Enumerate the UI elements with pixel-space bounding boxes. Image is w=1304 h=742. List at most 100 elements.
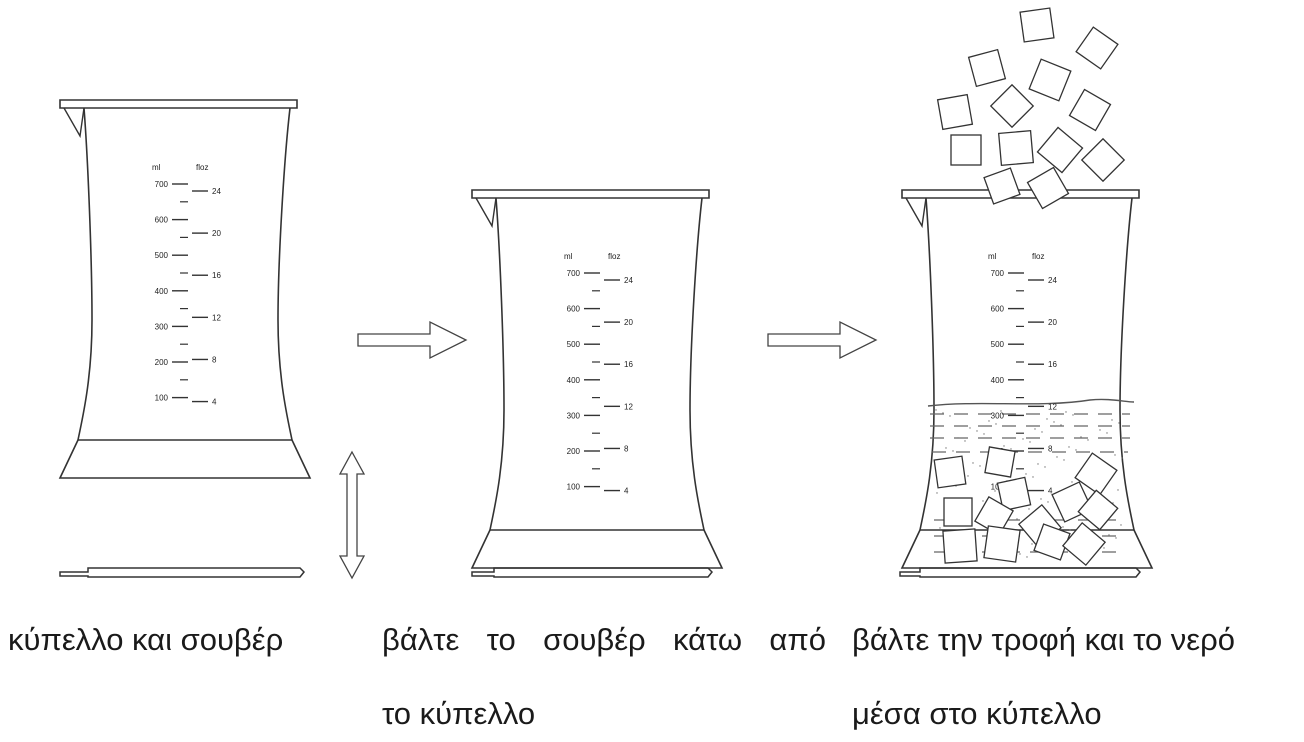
water-dot [1063,459,1065,461]
floz-tick-label: 24 [624,276,633,285]
floz-tick-label: 16 [1048,360,1057,369]
water-dot [1111,419,1113,421]
floz-tick-label: 8 [212,355,217,364]
water-dot [936,492,938,494]
water-dot [1047,501,1049,503]
food-cube-icon [933,455,967,489]
water-dot [1003,445,1005,447]
caption-step-2-line-2: το κύπελλο [382,696,536,731]
water-dot [979,465,981,467]
water-dot [1115,537,1117,539]
ml-tick-label: 400 [155,287,169,296]
food-cube-icon [989,83,1035,129]
food-cube-icon [950,134,982,166]
coaster-3 [899,567,1142,578]
food-cubes-falling [936,7,1126,210]
water-dot [1062,526,1064,528]
water-dot [1117,489,1119,491]
floz-tick-label: 12 [1048,402,1057,411]
water-dot [945,447,947,449]
water-dot [1106,432,1108,434]
water-dot [1000,410,1002,412]
water-dot [1087,439,1089,441]
water-dot [1069,529,1071,531]
ml-tick-label: 100 [567,483,581,492]
water-dot [1007,413,1009,415]
ml-tick-label: 700 [567,269,581,278]
ml-tick-label: 400 [567,376,581,385]
ml-tick-label: 100 [155,394,169,403]
ml-tick-label: 200 [567,447,581,456]
floz-tick-label: 20 [624,318,633,327]
floz-unit-label: floz [1032,252,1044,261]
water-dot [1053,421,1055,423]
food-cube-icon [983,525,1021,563]
water-dot [1034,428,1036,430]
ml-tick-label: 500 [991,340,1005,349]
water-dot [1072,414,1074,416]
caption-step-3-line-1: βάλτε την τροφή και το νερό [852,622,1236,657]
ml-tick-label: 600 [567,305,581,314]
food-cube-icon [1074,452,1118,496]
ml-tick-label: 600 [991,305,1005,314]
floz-tick-label: 20 [212,229,221,238]
water-dot [1010,448,1012,450]
food-cube-icon [997,129,1035,167]
water-dot [1103,547,1105,549]
up-down-arrow-icon [338,450,366,580]
caption-step-3-line-2: μέσα στο κύπελλο [852,696,1102,731]
water-dot [982,500,984,502]
water-dot [1032,476,1034,478]
food-cube-icon [984,446,1016,478]
food-cube-icon [943,497,973,527]
water-dot [1041,431,1043,433]
food-cube-icon [1036,126,1084,174]
water-dot [964,440,966,442]
water-dot [1075,449,1077,451]
food-cube-icon [1019,7,1055,43]
right-arrow-icon [767,320,878,360]
water-dot [994,490,996,492]
food-cube-icon [1080,137,1126,183]
ml-unit-label: ml [152,163,161,172]
water-dot [1031,543,1033,545]
right-arrow-icon [357,320,468,360]
water-dot [949,415,951,417]
water-dot [957,437,959,439]
water-dot [935,409,937,411]
food-cube-icon [1026,166,1070,210]
water-dot [1029,441,1031,443]
water-dot [1025,473,1027,475]
ml-unit-label: ml [564,252,573,261]
ml-tick-label: 700 [991,269,1005,278]
food-cube-icon [996,476,1032,512]
food-cube-icon [1068,88,1112,132]
ml-tick-label: 400 [991,376,1005,385]
ml-tick-label: 200 [155,358,169,367]
water-dot [983,433,985,435]
floz-tick-label: 12 [624,402,633,411]
water-dot [1016,518,1018,520]
floz-tick-label: 16 [624,360,633,369]
floz-tick-label: 8 [624,444,629,453]
water-dot [1019,553,1021,555]
food-cube-icon [942,528,978,564]
water-dot [1060,424,1062,426]
water-dot [939,527,941,529]
ml-tick-label: 500 [567,340,581,349]
water-dot [1099,429,1101,431]
ml-tick-label: 700 [155,180,169,189]
water-dot [969,427,971,429]
water-dot [976,430,978,432]
coaster-2 [471,567,714,578]
floz-tick-label: 12 [212,313,221,322]
floz-unit-label: floz [608,252,620,261]
water-dot [1068,446,1070,448]
water-dot [942,412,944,414]
water-dot [1037,463,1039,465]
